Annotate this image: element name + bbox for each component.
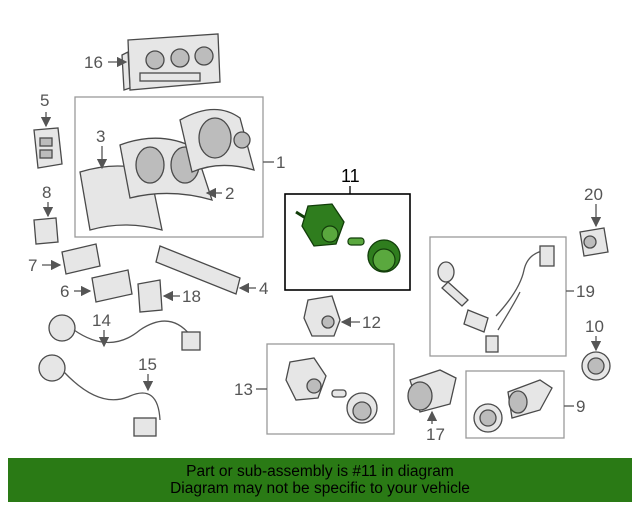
callout-7: 7: [28, 256, 37, 275]
banner-line-2: Diagram may not be specific to your vehi…: [170, 480, 470, 497]
callout-5: 5: [40, 91, 49, 110]
callout-11: 11: [341, 166, 360, 186]
group-box-1: [74, 96, 264, 238]
group-box-19: [429, 236, 567, 357]
callout-19: 19: [576, 282, 595, 301]
part-18-switch[interactable]: [137, 279, 163, 313]
group-box-13: [266, 343, 395, 435]
callout-3: 3: [96, 127, 105, 146]
callout-4: 4: [259, 279, 268, 298]
callout-1: 1: [276, 153, 285, 172]
callout-16: 16: [84, 53, 103, 72]
callout-2: 2: [225, 184, 234, 203]
callout-17: 17: [426, 425, 445, 444]
part-8-switch[interactable]: [33, 217, 59, 245]
part-13-switch-assembly[interactable]: [285, 357, 378, 424]
part-16-climate-control-panel[interactable]: [121, 33, 221, 91]
callout-9: 9: [576, 397, 585, 416]
parts-diagram: 16 1 5 3 2 8 7 6: [28, 33, 611, 444]
callout-18: 18: [182, 287, 201, 306]
part-14-speaker-harness[interactable]: [48, 314, 201, 351]
part-20-sensor[interactable]: [579, 227, 609, 257]
part-10-ring[interactable]: [581, 351, 611, 381]
callout-8: 8: [42, 183, 51, 202]
part-11-switch-assembly[interactable]: [295, 203, 401, 273]
callout-13: 13: [234, 380, 253, 399]
part-9-power-outlet[interactable]: [473, 379, 553, 433]
part-5-switch[interactable]: [33, 127, 63, 169]
part-1-combination-meter[interactable]: [179, 108, 255, 173]
banner-line-1: Part or sub-assembly is #11 in diagram: [186, 463, 454, 480]
callout-6: 6: [60, 282, 69, 301]
part-6-switch[interactable]: [91, 269, 133, 303]
callout-14: 14: [92, 311, 111, 330]
group-box-9: [465, 370, 565, 439]
part-12-switch[interactable]: [303, 295, 341, 337]
callout-10: 10: [585, 317, 604, 336]
part-19-sensor-harness[interactable]: [437, 245, 555, 353]
callout-12: 12: [362, 313, 381, 332]
part-17-socket[interactable]: [407, 369, 457, 413]
part-15-speaker-harness[interactable]: [38, 354, 161, 437]
part-7-switch[interactable]: [61, 243, 101, 275]
info-banner: Part or sub-assembly is #11 in diagram D…: [8, 458, 632, 502]
group-box-11: [284, 193, 411, 291]
part-4-finish-panel[interactable]: [155, 245, 241, 295]
callout-20: 20: [584, 185, 603, 204]
callout-15: 15: [138, 355, 157, 374]
